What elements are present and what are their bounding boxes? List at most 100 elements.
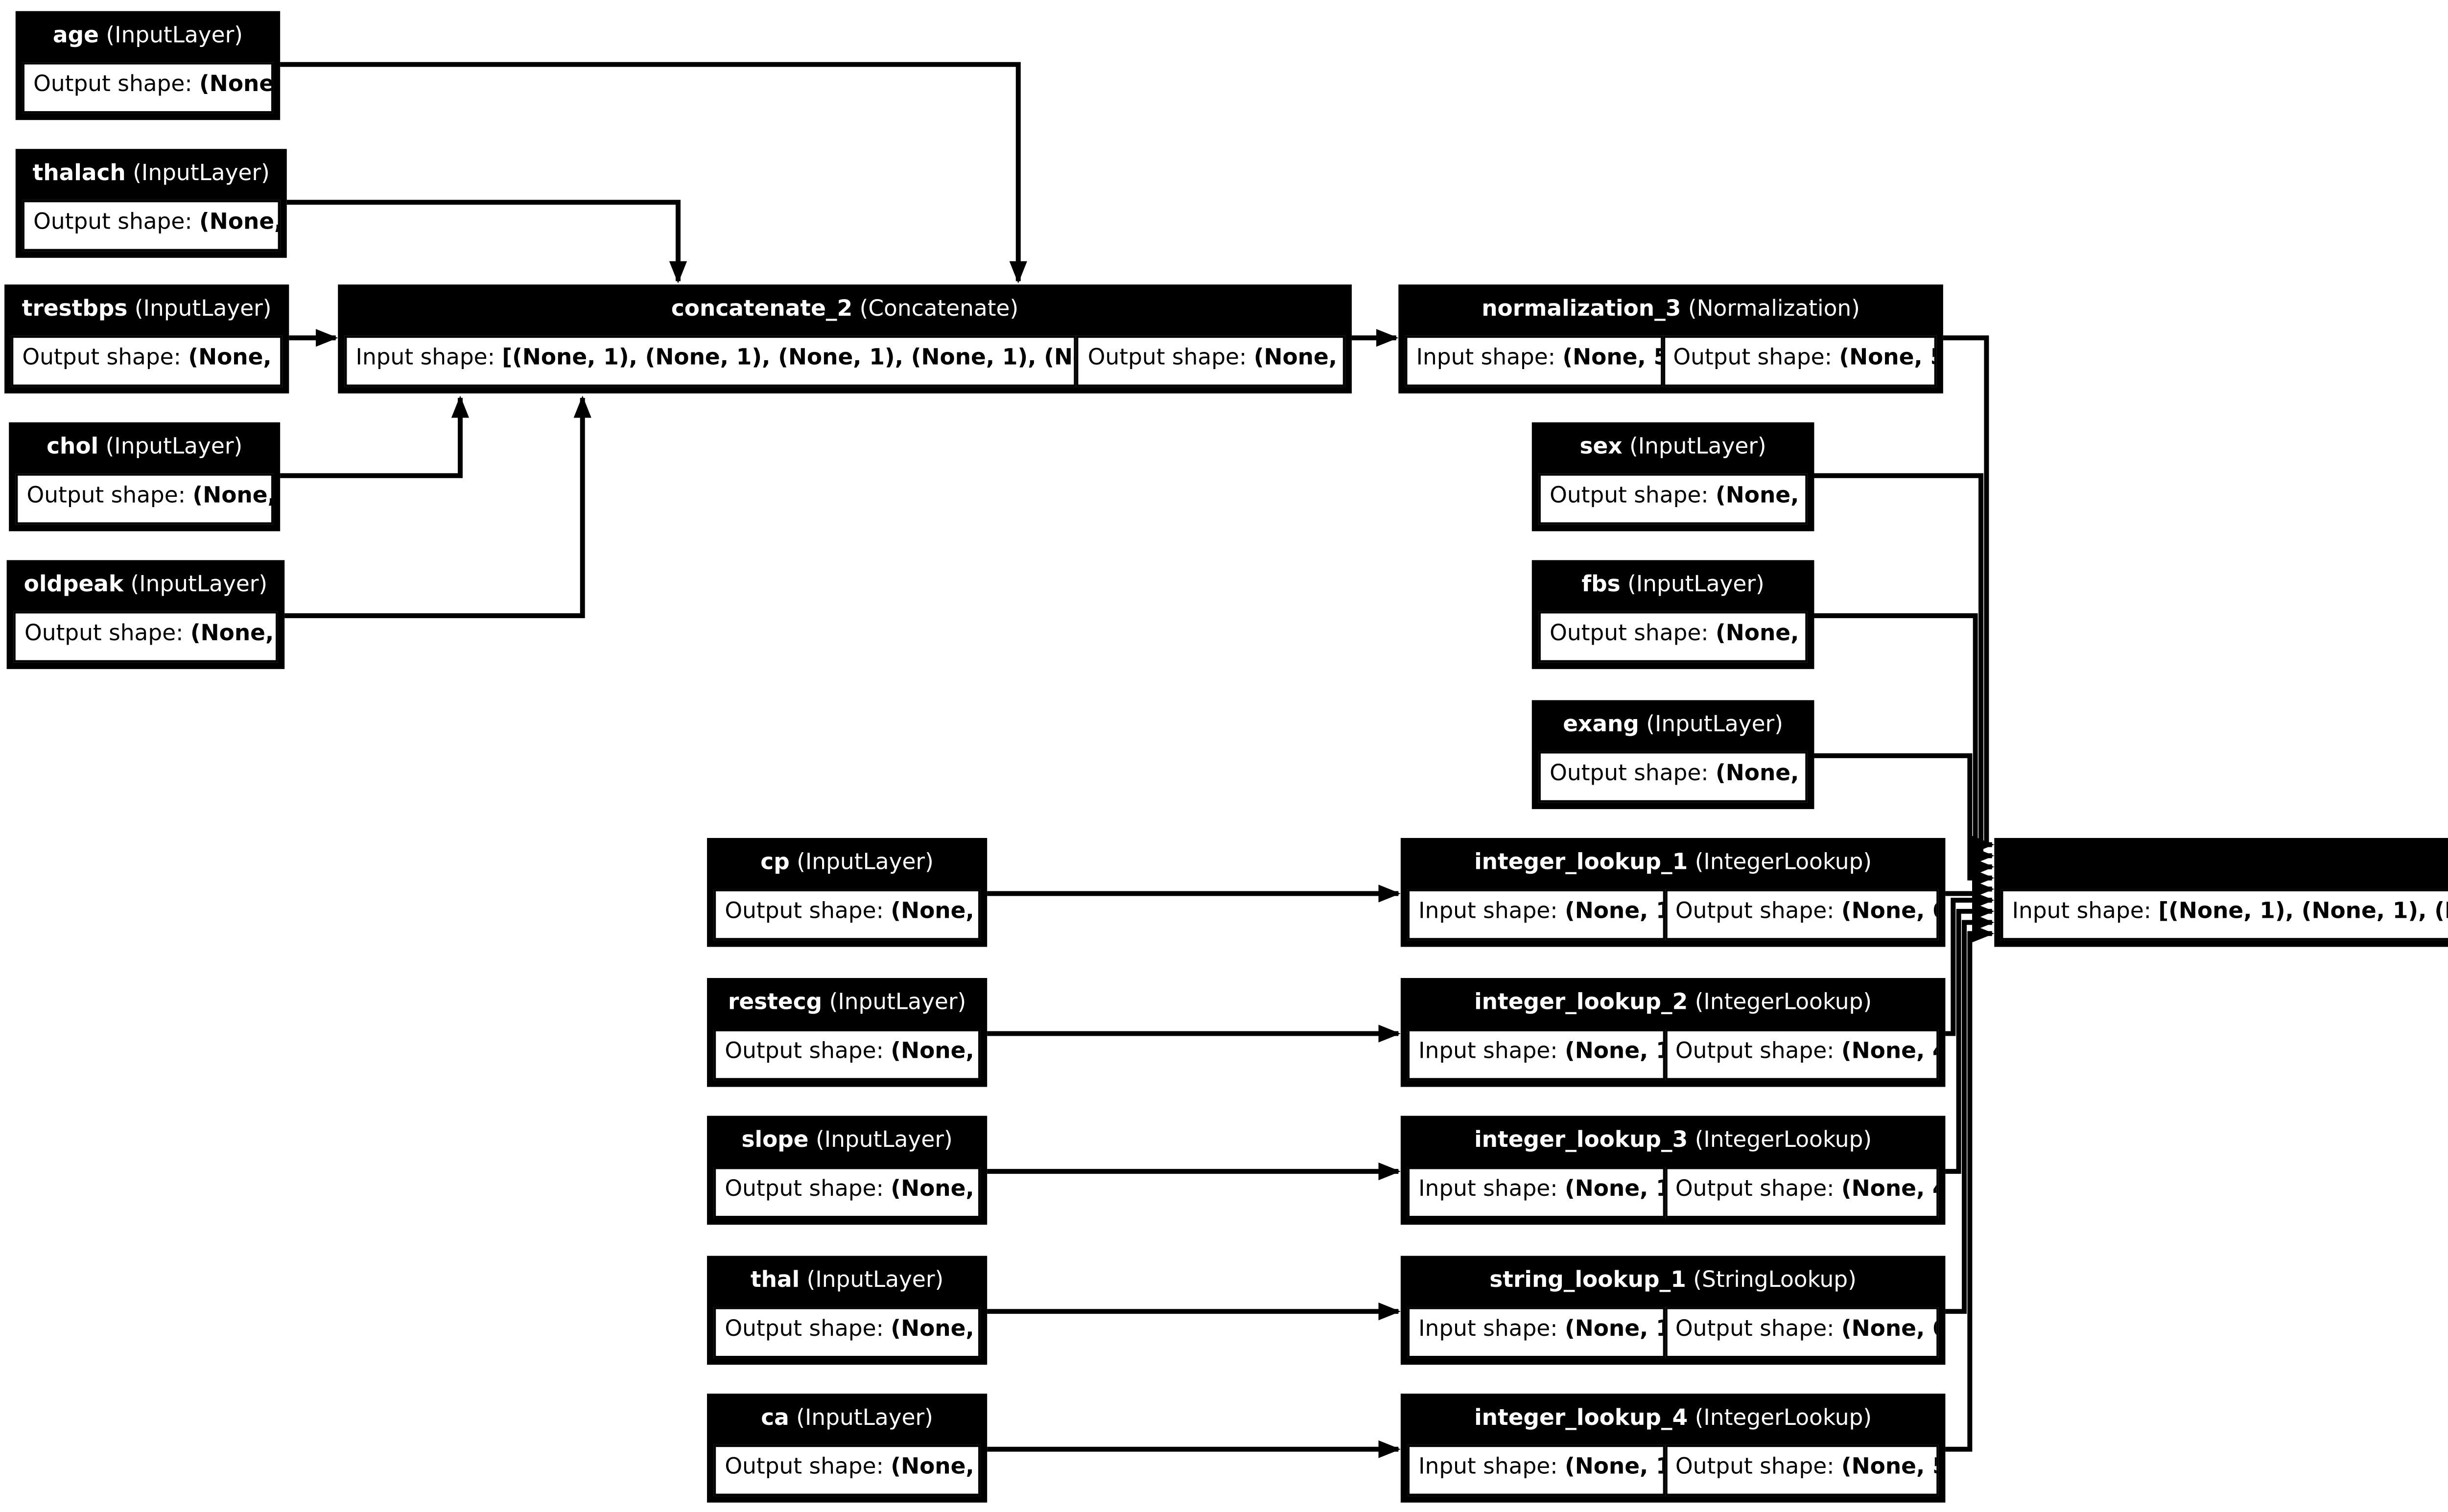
layer-name: slope xyxy=(741,1129,809,1154)
layer-name: trestbps xyxy=(22,298,128,323)
layer-name: thal xyxy=(750,1269,800,1294)
input-shape-cell: Input shape: [(None, 1), (None, 1), (Non… xyxy=(2001,889,2448,940)
layer-type: (InputLayer) xyxy=(127,298,272,323)
layer-name: cp xyxy=(760,851,790,876)
edge-integer_lookup_1-to-concatenate_3 xyxy=(1945,880,1995,898)
layer-type: (InputLayer) xyxy=(98,436,243,460)
layer-name: chol xyxy=(47,436,99,460)
node-title: fbs (InputLayer) xyxy=(1532,560,1814,611)
edge-fbs-to-concatenate_3 xyxy=(1814,613,1995,876)
output-shape-cell: Output shape: (None, 5) xyxy=(1664,1444,1939,1496)
shape-cells: Output shape: (None, 1) xyxy=(22,200,281,252)
edge-integer_lookup_4-to-concatenate_3 xyxy=(1945,925,1995,1452)
layer-type: (StringLookup) xyxy=(1686,1269,1857,1294)
node-restecg: restecg (InputLayer) Output shape: (None… xyxy=(707,978,988,1087)
input-shape-cell: Input shape: (None, 1) xyxy=(1407,889,1665,940)
layer-name: integer_lookup_3 xyxy=(1474,1129,1688,1154)
shape-cells: Input shape: [(None, 1), (None, 1), (Non… xyxy=(2001,889,2448,940)
output-shape-cell: Output shape: (None, 5) xyxy=(1077,335,1345,387)
output-shape-cell: Output shape: (None, 6) xyxy=(1664,1307,1939,1358)
node-concatenate_2: concatenate_2 (Concatenate) Input shape:… xyxy=(338,284,1352,394)
node-title: normalization_3 (Normalization) xyxy=(1398,284,1943,335)
output-shape-cell: Output shape: (None, 1) xyxy=(15,473,274,525)
layer-type: (InputLayer) xyxy=(1639,713,1783,738)
edge-age-to-concatenate_2 xyxy=(280,62,1027,283)
shape-cells: Input shape: (None, 1)Output shape: (Non… xyxy=(1407,1167,1939,1218)
layer-type: (InputLayer) xyxy=(808,1129,953,1154)
layer-type: (Concatenate) xyxy=(852,298,1019,323)
node-thalach: thalach (InputLayer) Output shape: (None… xyxy=(15,149,287,258)
node-title: exang (InputLayer) xyxy=(1532,700,1814,751)
input-shape-cell: Input shape: (None, 5) xyxy=(1405,335,1662,387)
layer-name: concatenate_2 xyxy=(671,298,853,323)
edge-integer_lookup_2-to-concatenate_3 xyxy=(1945,891,1995,1036)
layer-name: string_lookup_1 xyxy=(1489,1269,1686,1294)
shape-cells: Input shape: (None, 1)Output shape: (Non… xyxy=(1407,1307,1939,1358)
layer-name: fbs xyxy=(1581,573,1621,598)
shape-cells: Output shape: (None, 1) xyxy=(713,1307,981,1358)
layer-type: (IntegerLookup) xyxy=(1688,991,1872,1016)
node-normalization_3: normalization_3 (Normalization) Input sh… xyxy=(1398,284,1943,394)
layer-type: (InputLayer) xyxy=(98,24,243,49)
node-title: integer_lookup_1 (IntegerLookup) xyxy=(1401,838,1946,889)
node-title: integer_lookup_4 (IntegerLookup) xyxy=(1401,1394,1946,1444)
layer-name: thalach xyxy=(32,162,126,187)
node-integer_lookup_4: integer_lookup_4 (IntegerLookup) Input s… xyxy=(1400,1394,1946,1503)
layer-type: (InputLayer) xyxy=(789,851,934,876)
shape-cells: Output shape: (None, 1) xyxy=(713,1029,981,1080)
shape-cells: Output shape: (None, 1) xyxy=(15,473,274,525)
node-slope: slope (InputLayer) Output shape: (None, … xyxy=(707,1116,988,1225)
edge-chol-to-concatenate_2 xyxy=(280,395,470,478)
node-string_lookup_1: string_lookup_1 (StringLookup) Input sha… xyxy=(1400,1256,1946,1365)
output-shape-cell: Output shape: (None, 1) xyxy=(713,1029,981,1080)
input-shape-cell: Input shape: (None, 1) xyxy=(1407,1167,1665,1218)
layer-type: (InputLayer) xyxy=(125,162,270,187)
node-sex: sex (InputLayer) Output shape: (None, 1) xyxy=(1531,422,1814,532)
layer-name: normalization_3 xyxy=(1482,298,1681,323)
node-title: sex (InputLayer) xyxy=(1532,422,1814,473)
input-shape-cell: Input shape: (None, 1) xyxy=(1407,1029,1665,1080)
node-exang: exang (InputLayer) Output shape: (None, … xyxy=(1531,700,1814,809)
layer-name: integer_lookup_2 xyxy=(1474,991,1688,1016)
node-concatenate_3: concatenate_3 (Concatenate) Input shape:… xyxy=(1994,837,2448,947)
output-shape-cell: Output shape: (None, 1) xyxy=(1538,611,1808,663)
node-fbs: fbs (InputLayer) Output shape: (None, 1) xyxy=(1531,560,1814,669)
node-title: chol (InputLayer) xyxy=(9,422,280,473)
layer-type: (InputLayer) xyxy=(123,573,268,598)
edge-integer_lookup_3-to-concatenate_3 xyxy=(1945,902,1995,1174)
shape-cells: Output shape: (None, 1) xyxy=(11,335,282,387)
output-shape-cell: Output shape: (None, 4) xyxy=(1664,1029,1939,1080)
output-shape-cell: Output shape: (None, 1) xyxy=(713,1167,981,1218)
input-shape-cell: Input shape: [(None, 1), (None, 1), (Non… xyxy=(344,335,1077,387)
node-age: age (InputLayer) Output shape: (None, 1) xyxy=(15,11,281,120)
edge-sex-to-concatenate_3 xyxy=(1814,473,1995,865)
node-title: concatenate_3 (Concatenate) xyxy=(1994,838,2448,889)
node-oldpeak: oldpeak (InputLayer) Output shape: (None… xyxy=(6,560,285,669)
layer-type: (InputLayer) xyxy=(822,991,966,1016)
shape-cells: Input shape: [(None, 1), (None, 1), (Non… xyxy=(344,335,1345,387)
output-shape-cell: Output shape: (None, 6) xyxy=(1664,889,1939,940)
layer-name: restecg xyxy=(728,991,823,1016)
output-shape-cell: Output shape: (None, 1) xyxy=(22,200,281,252)
node-title: oldpeak (InputLayer) xyxy=(7,560,285,611)
layer-type: (InputLayer) xyxy=(800,1269,944,1294)
shape-cells: Output shape: (None, 1) xyxy=(1538,751,1808,803)
shape-cells: Output shape: (None, 1) xyxy=(1538,473,1808,525)
shape-cells: Input shape: (None, 1)Output shape: (Non… xyxy=(1407,889,1939,940)
layer-type: (IntegerLookup) xyxy=(1688,1129,1872,1154)
node-title: trestbps (InputLayer) xyxy=(4,284,289,335)
shape-cells: Output shape: (None, 1) xyxy=(713,1444,981,1496)
layer-name: age xyxy=(52,24,99,49)
output-shape-cell: Output shape: (None, 1) xyxy=(1538,473,1808,525)
node-title: cp (InputLayer) xyxy=(707,838,987,889)
output-shape-cell: Output shape: (None, 1) xyxy=(713,889,981,940)
layer-type: (IntegerLookup) xyxy=(1688,1407,1872,1432)
input-shape-cell: Input shape: (None, 1) xyxy=(1407,1307,1665,1358)
node-title: string_lookup_1 (StringLookup) xyxy=(1401,1256,1946,1307)
layer-name: integer_lookup_4 xyxy=(1474,1407,1688,1432)
output-shape-cell: Output shape: (None, 4) xyxy=(1664,1167,1939,1218)
shape-cells: Output shape: (None, 1) xyxy=(1538,611,1808,663)
edge-normalization_3-to-concatenate_3 xyxy=(1943,335,1995,854)
layer-name: ca xyxy=(761,1407,789,1432)
